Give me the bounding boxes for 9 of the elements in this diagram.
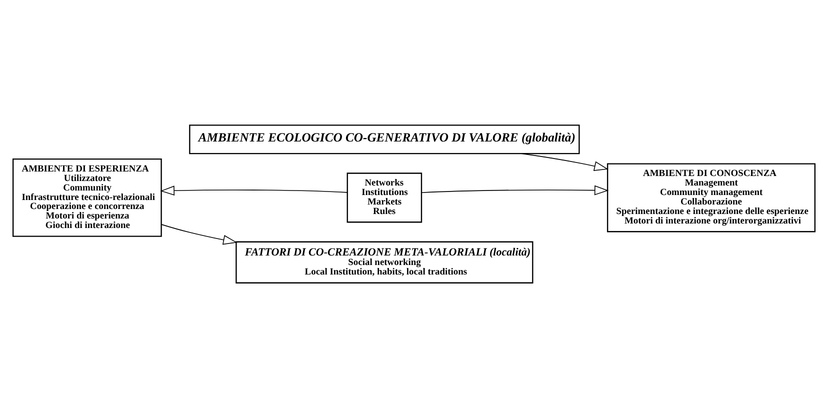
node-box: AMBIENTE ECOLOGICO CO-GENERATIVO DI VALORE (globalità) — [189, 124, 580, 154]
node-box: FATTORI DI CO-CREAZIONE META-VALORIALI (località) Social networking Local Institution, habits, local traditions — [236, 241, 534, 284]
arrow — [521, 153, 608, 171]
node-box: AMBIENTE DI ESPERIENZA Utilizzatore Community Infrastrutture tecnico-relazionali Cooperazione e concorrenza Motori di esperienza Giochi di interazione — [12, 158, 162, 237]
node-box: AMBIENTE DI CONOSCENZA Management Community management Collaborazione Sperimentazione e integrazione delle esperienze Motori di interazione org/interorganizzativi — [606, 163, 816, 232]
arrow — [421, 185, 609, 196]
arrow — [160, 186, 348, 196]
arrow — [161, 224, 238, 245]
node-box: Networks Institutions Markets Rules — [346, 172, 422, 223]
